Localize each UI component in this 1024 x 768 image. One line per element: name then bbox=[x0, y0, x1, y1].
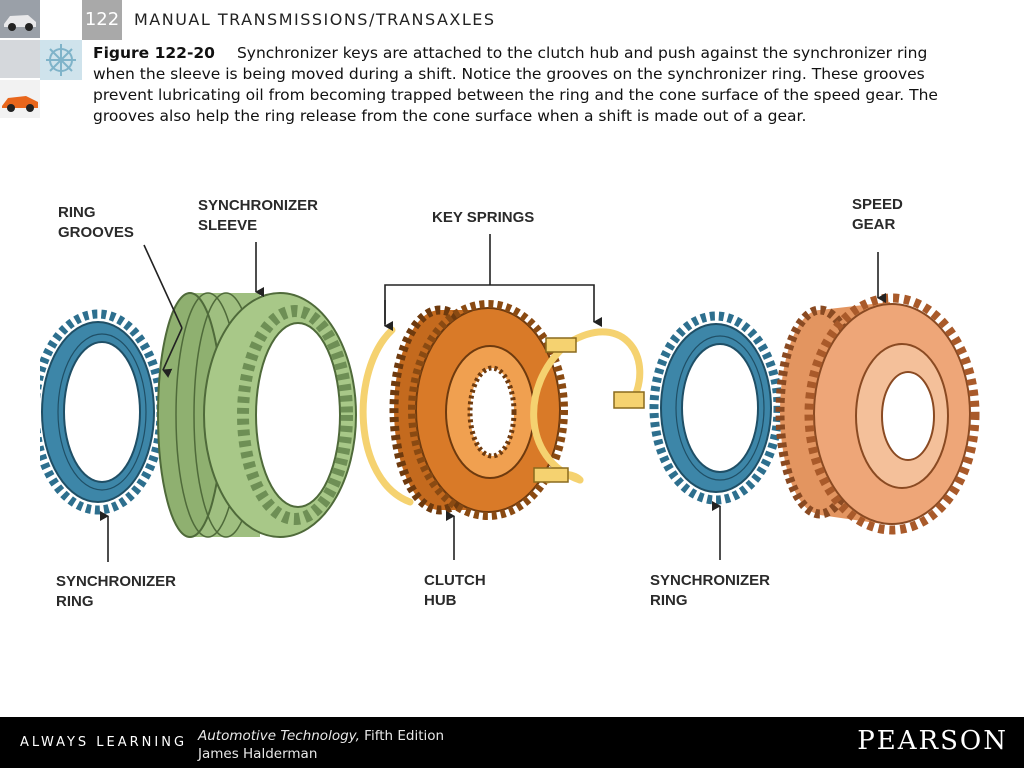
clutch-hub bbox=[389, 300, 568, 520]
thumbnail-strip bbox=[0, 0, 40, 122]
synchronizer-diagram: RING GROOVES SYNCHRONIZER SLEEVE KEY SPR… bbox=[40, 196, 980, 610]
label-synchronizer-sleeve-2: SLEEVE bbox=[198, 217, 257, 234]
label-clutch-hub: CLUTCH bbox=[424, 572, 486, 589]
speed-gear bbox=[775, 293, 980, 535]
figure-label: Figure 122-20 bbox=[93, 44, 215, 62]
car-thumbnail-icon bbox=[0, 0, 40, 38]
synchronizer-ring-right bbox=[649, 311, 783, 505]
chapter-number: 122 bbox=[82, 0, 122, 40]
label-ring-grooves: RING bbox=[58, 204, 96, 221]
book-credit: Automotive Technology, Fifth Edition Jam… bbox=[198, 727, 444, 763]
crystal-gear-icon bbox=[40, 40, 82, 80]
page-title: MANUAL TRANSMISSIONS/TRANSAXLES bbox=[134, 10, 496, 29]
label-key-springs: KEY SPRINGS bbox=[432, 209, 534, 226]
book-edition: Fifth Edition bbox=[364, 728, 445, 744]
publisher-logo: PEARSON bbox=[857, 726, 1008, 756]
sports-car-thumbnail-icon bbox=[0, 80, 40, 118]
gear-thumbnail-icon bbox=[0, 40, 40, 78]
label-synchronizer-ring-left-2: RING bbox=[56, 593, 94, 610]
label-synchronizer-ring-right-2: RING bbox=[650, 592, 688, 609]
label-clutch-hub-2: HUB bbox=[424, 592, 457, 609]
label-speed-gear-2: GEAR bbox=[852, 216, 896, 233]
footer-bar: ALWAYS LEARNING Automotive Technology, F… bbox=[0, 717, 1024, 768]
synchronizer-ring-left bbox=[40, 309, 166, 515]
label-speed-gear: SPEED bbox=[852, 196, 903, 213]
book-author: James Halderman bbox=[198, 746, 318, 762]
label-synchronizer-ring-left: SYNCHRONIZER bbox=[56, 573, 176, 590]
key-spring-left bbox=[359, 326, 414, 506]
label-synchronizer-ring-right: SYNCHRONIZER bbox=[650, 572, 770, 589]
book-title: Automotive Technology, bbox=[198, 728, 360, 744]
label-synchronizer-sleeve: SYNCHRONIZER bbox=[198, 197, 318, 214]
caption-text: Synchronizer keys are attached to the cl… bbox=[93, 44, 938, 125]
footer-tagline: ALWAYS LEARNING bbox=[20, 735, 188, 750]
synchronizer-sleeve bbox=[157, 292, 357, 538]
label-ring-grooves-2: GROOVES bbox=[58, 224, 134, 241]
key-spring-right bbox=[530, 328, 645, 484]
